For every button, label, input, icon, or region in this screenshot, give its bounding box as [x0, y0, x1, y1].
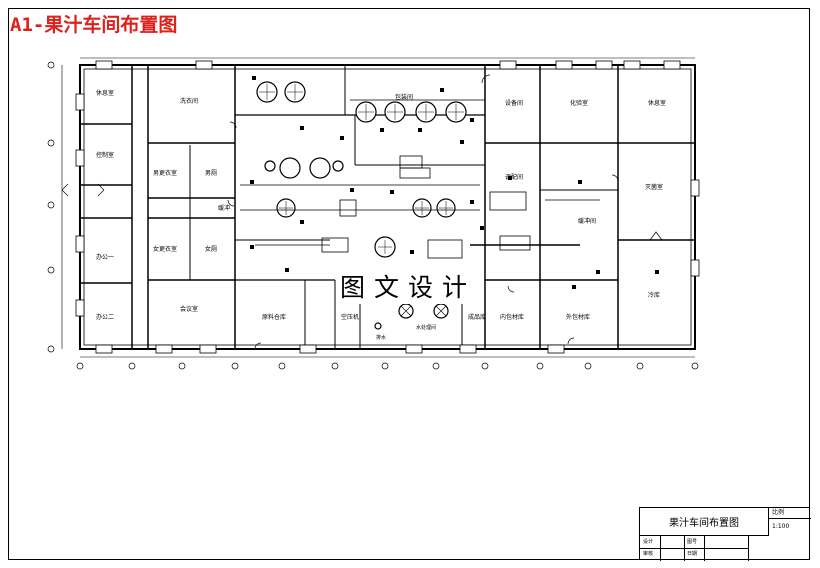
date-label: 日期 [687, 551, 698, 557]
room-buffer: 缓冲 [218, 205, 231, 212]
watermark: 图文设计 [336, 268, 481, 304]
room-sterile: 灭菌室 [645, 184, 664, 191]
room-cold: 冷库 [648, 292, 661, 299]
check-label: 审核 [643, 551, 654, 557]
room-water: 水处理间 [416, 325, 437, 331]
room-female-wc: 女厕 [205, 246, 218, 253]
room-lab: 化验室 [570, 100, 589, 107]
room-control: 控制室 [96, 152, 115, 159]
room-rest-2: 休息室 [648, 100, 667, 107]
room-prep: 调配间 [505, 174, 524, 181]
room-buffer-2: 缓冲间 [578, 218, 597, 225]
room-office-1: 办公一 [96, 254, 115, 261]
drawing-no-label: 图号 [687, 539, 698, 545]
drawing-frame [8, 8, 810, 560]
scale-label: 比例 [769, 508, 811, 519]
drawing-name: 果汁车间布置图 [640, 508, 769, 536]
room-equip: 设备间 [505, 100, 524, 107]
building-outline [79, 64, 696, 350]
drawing-title: A1-果汁车间布置图 [10, 14, 178, 36]
room-packing: 包装间 [395, 94, 414, 101]
room-outer-store: 外包材库 [566, 314, 591, 321]
room-finished: 成品库 [468, 314, 487, 321]
room-male-change: 男更衣室 [153, 170, 178, 177]
room-inner-store: 内包材库 [500, 314, 525, 321]
room-male-wc: 男厕 [205, 170, 218, 177]
room-office-2: 办公二 [96, 314, 115, 321]
room-compressor: 空压机 [341, 314, 360, 321]
room-drain: 排水 [376, 335, 387, 341]
room-rest: 休息室 [96, 90, 115, 97]
room-meeting: 会议室 [180, 306, 199, 313]
room-laundry: 洗衣间 [180, 98, 199, 105]
room-female-change: 女更衣室 [153, 246, 178, 253]
title-block: 果汁车间布置图 比例 1:100 设计 审核 图号 日期 [639, 507, 811, 561]
room-raw-store: 原料仓库 [262, 314, 287, 321]
design-label: 设计 [643, 539, 654, 545]
scale-value: 1:100 [772, 523, 790, 530]
